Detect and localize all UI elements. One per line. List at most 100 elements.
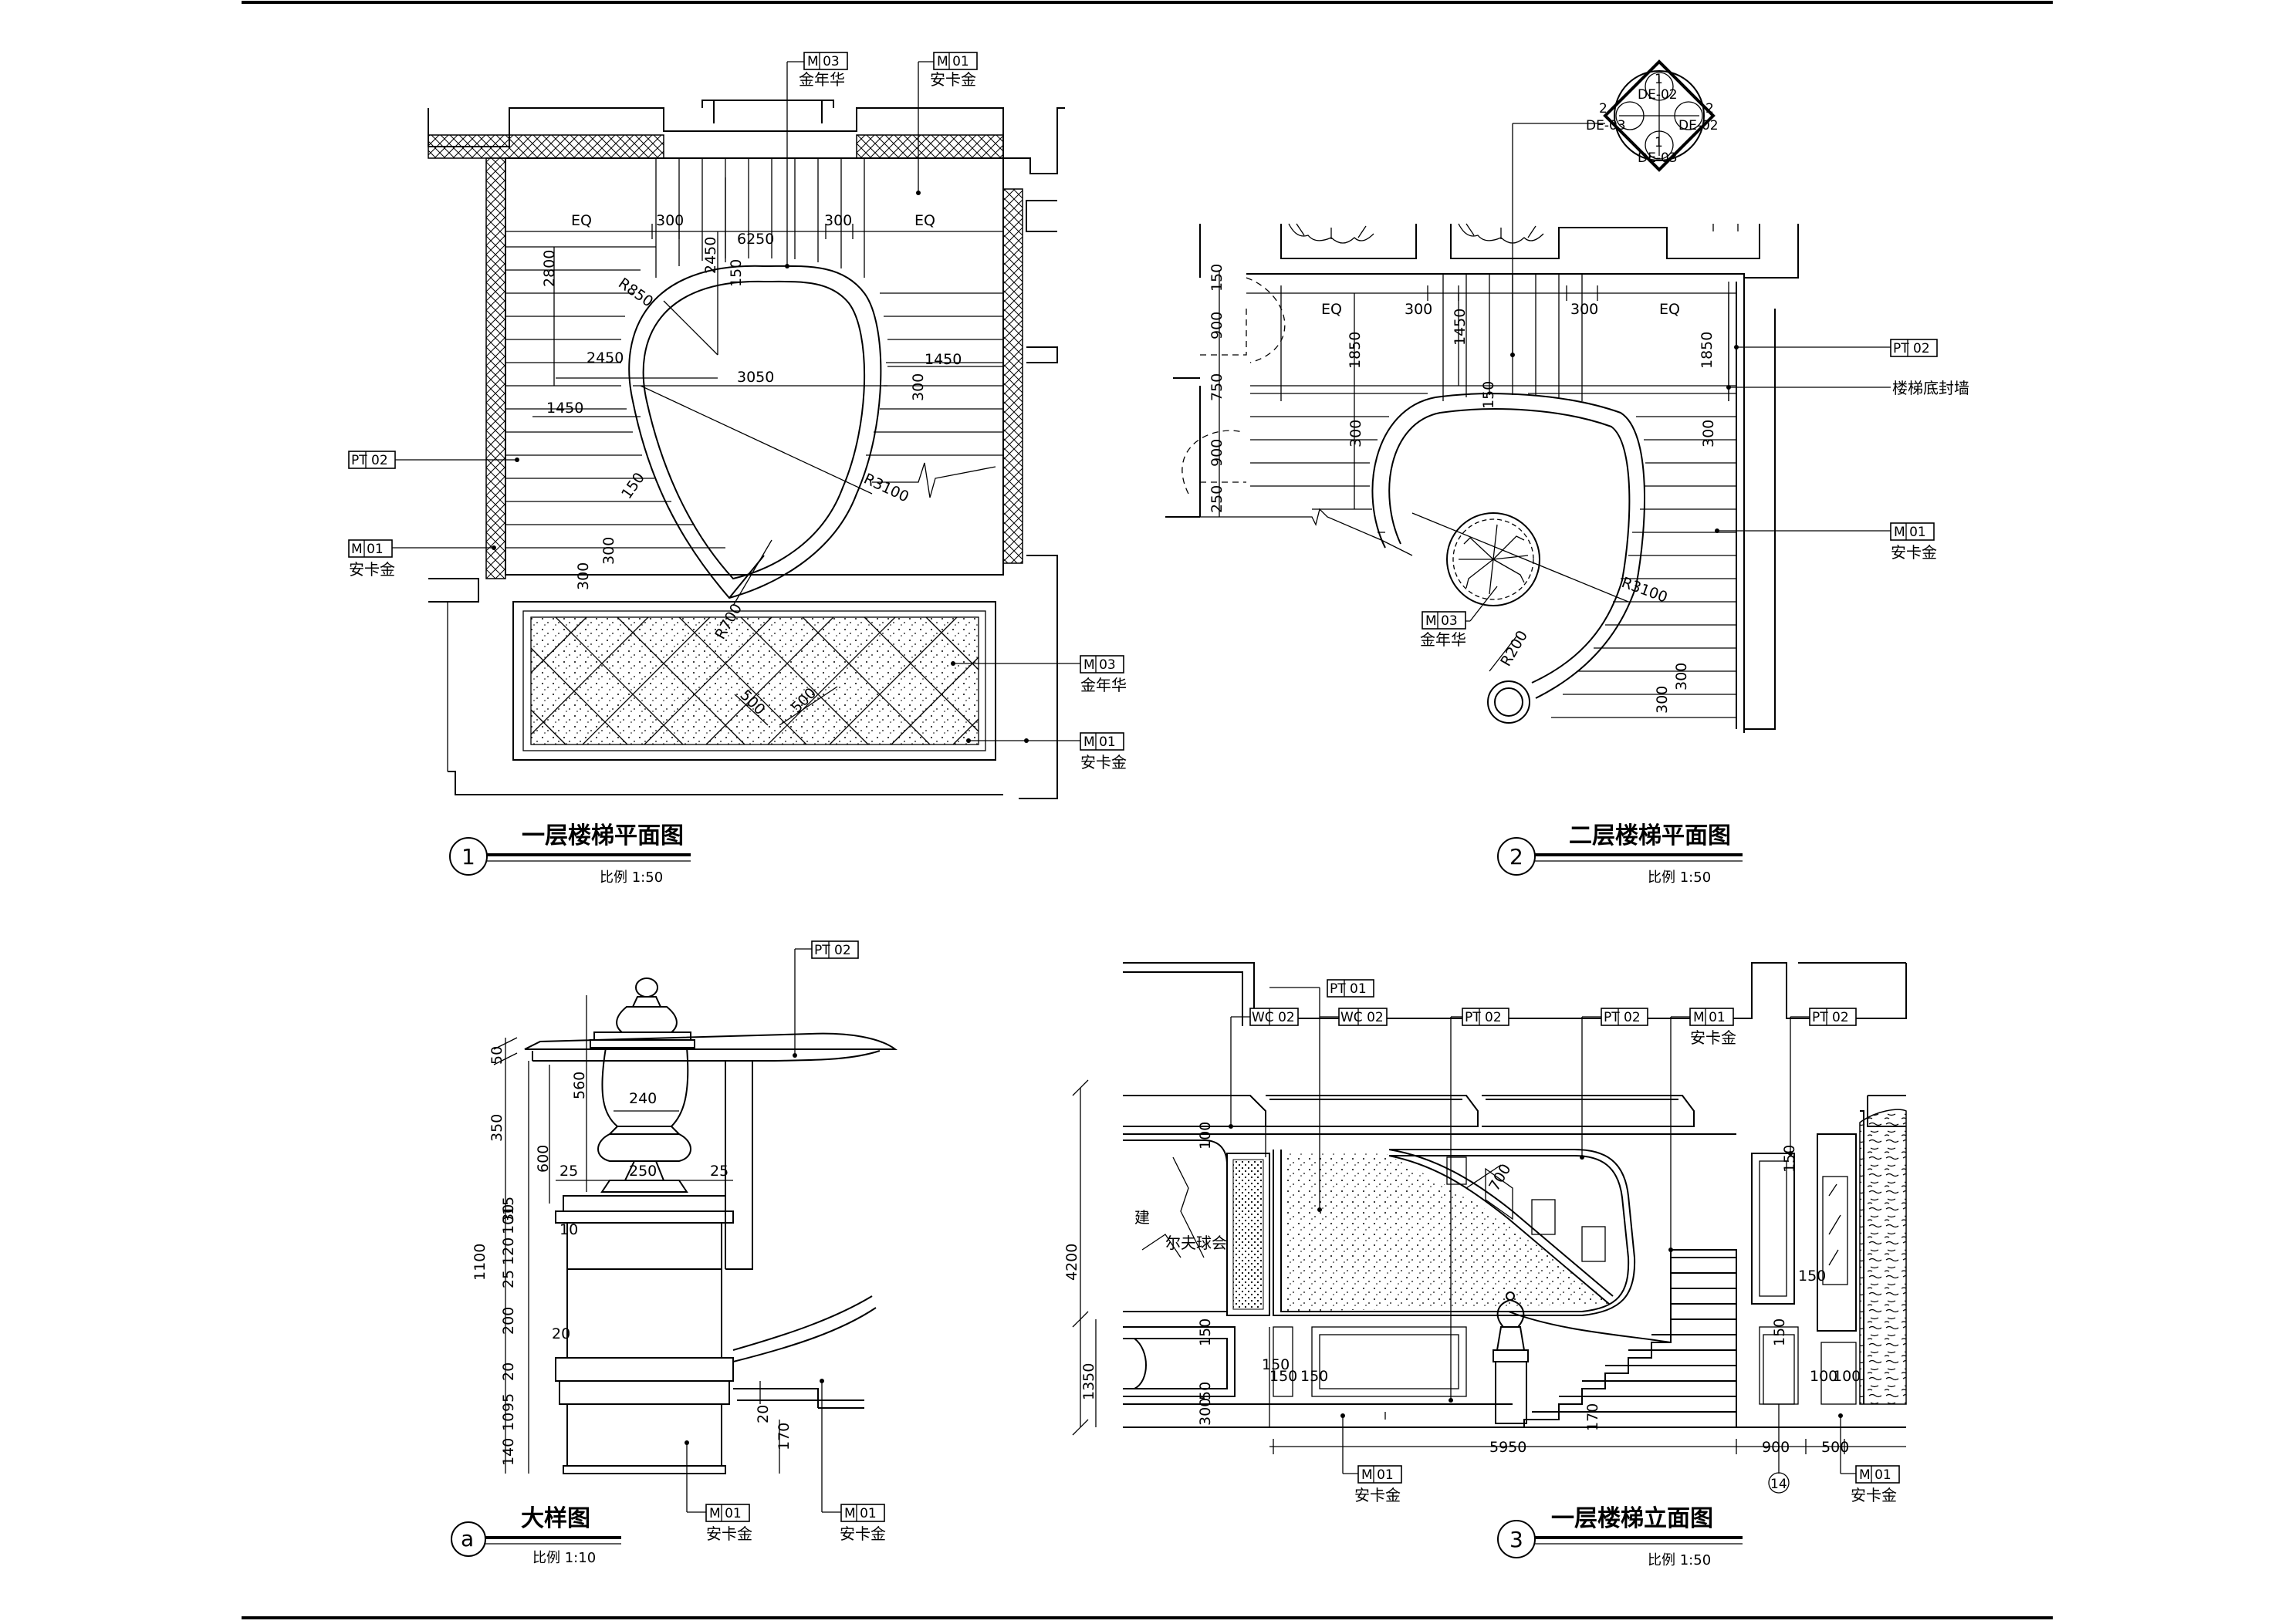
view-scale: 比例 1:50 <box>1648 1552 1711 1568</box>
v1-west-step <box>428 578 479 603</box>
svg-text:DE-02: DE-02 <box>1638 87 1678 103</box>
svg-text:M 01: M 01 <box>1361 1467 1394 1483</box>
material-label: 安卡金 <box>349 560 395 579</box>
va-leaders <box>686 948 841 1513</box>
v2-east-wall <box>1744 309 1776 730</box>
v1-stair-well-outer <box>628 265 882 599</box>
svg-text:M 01: M 01 <box>844 1506 877 1521</box>
svg-text:1: 1 <box>1655 135 1663 150</box>
svg-text:300: 300 <box>1347 420 1364 447</box>
svg-text:PT 02: PT 02 <box>1465 1010 1502 1025</box>
dim-300: 300 <box>600 537 617 565</box>
material-label: 安卡金 <box>1851 1486 1897 1504</box>
material-label: 安卡金 <box>1891 543 1937 562</box>
v3-baluster-panel <box>1485 1167 1513 1221</box>
svg-text:1850: 1850 <box>1699 332 1716 369</box>
tag-m03: M 03 <box>1422 611 1466 630</box>
v1-break-line <box>872 462 996 498</box>
material-label: 安卡金 <box>930 70 976 89</box>
svg-text:M 01: M 01 <box>1859 1467 1891 1483</box>
svg-text:M 01: M 01 <box>709 1506 742 1521</box>
v2-leaders <box>1435 346 1891 622</box>
v1-south-wall <box>448 771 1003 795</box>
dim-150: 150 <box>618 470 648 502</box>
dim-r3100: R3100 <box>861 471 911 506</box>
v3-stair-underside <box>1388 1149 1614 1297</box>
svg-text:300: 300 <box>1197 1398 1214 1426</box>
va-step-nosing <box>733 1388 864 1409</box>
v3-ceiling-line <box>1123 962 1907 1026</box>
dim-300: 300 <box>824 212 852 229</box>
svg-text:1100: 1100 <box>472 1244 488 1281</box>
svg-text:50: 50 <box>1197 1382 1214 1400</box>
svg-text:500: 500 <box>1821 1439 1849 1456</box>
svg-text:15: 15 <box>500 1197 517 1215</box>
svg-text:300: 300 <box>1405 301 1432 318</box>
dim-1450: 1450 <box>546 400 583 417</box>
svg-text:PT 02: PT 02 <box>1812 1010 1849 1025</box>
material-label: 安卡金 <box>840 1524 886 1543</box>
svg-text:150: 150 <box>1269 1368 1297 1385</box>
svg-text:250: 250 <box>629 1163 657 1180</box>
v3-curved-wall-inner <box>1280 1150 1630 1312</box>
tag-m03: M 03 <box>1080 655 1124 674</box>
v1-wall-hatch-north-left <box>428 134 664 159</box>
va-stringer <box>732 1295 877 1362</box>
svg-text:M 03: M 03 <box>1083 657 1116 673</box>
svg-text:M 03: M 03 <box>1425 613 1458 629</box>
v2-north-wall <box>1199 224 1799 279</box>
view-number: 1 <box>461 844 475 869</box>
svg-text:560: 560 <box>571 1072 588 1099</box>
svg-text:M 03: M 03 <box>807 54 840 69</box>
v3-crown-3 <box>1482 1095 1695 1127</box>
svg-text:M 01: M 01 <box>937 54 969 69</box>
svg-text:150: 150 <box>1262 1356 1290 1373</box>
view-a-detail: 50 350 560 240 600 25 250 25 1100 15 10 … <box>451 940 898 1566</box>
svg-text:30: 30 <box>500 1204 517 1223</box>
svg-text:50: 50 <box>488 1046 505 1065</box>
dim-eq: EQ <box>571 212 592 229</box>
svg-text:1: 1 <box>1655 72 1663 87</box>
svg-text:150: 150 <box>1798 1268 1826 1285</box>
svg-text:M 01: M 01 <box>1693 1010 1726 1025</box>
svg-text:150: 150 <box>1781 1145 1798 1173</box>
v1-dimension-lines <box>505 177 1003 726</box>
tag-m01: M 01 <box>1689 1008 1734 1026</box>
view-title: 一层楼梯立面图 <box>1551 1505 1713 1532</box>
svg-text:100: 100 <box>1197 1122 1214 1150</box>
tag-m01: M 01 <box>705 1504 750 1522</box>
view-3-stair-elevation: 建 尔夫球会 <box>1063 962 1907 1568</box>
v3-wainscot-panel-2 <box>1273 1326 1293 1397</box>
material-label: 金年华 <box>1420 630 1466 649</box>
svg-text:170: 170 <box>1584 1403 1601 1431</box>
view-2-second-floor-stair-plan: 1 DE-02 1 DE-03 2 DE-03 2 DE-02 <box>1165 59 1969 886</box>
svg-text:300: 300 <box>1700 420 1717 447</box>
v3-marble-veins <box>1141 1156 1205 1258</box>
v1-window-frame <box>701 100 834 123</box>
v3-string-curve <box>1508 1311 1672 1343</box>
svg-text:WC 02: WC 02 <box>1340 1010 1384 1025</box>
view-scale: 比例 1:50 <box>600 869 663 886</box>
va-dimension-lines <box>493 995 780 1474</box>
material-label: 金年华 <box>1080 676 1127 694</box>
view-title: 一层楼梯平面图 <box>522 822 684 849</box>
material-label: 安卡金 <box>1354 1486 1401 1504</box>
v3-mosaic-strip-frame <box>1226 1153 1270 1316</box>
svg-text:150: 150 <box>1209 264 1225 292</box>
svg-text:750: 750 <box>1209 373 1225 401</box>
svg-text:600: 600 <box>535 1145 552 1173</box>
tag-pt02: PT 02 <box>1890 339 1938 357</box>
v1-stair-well-inner <box>642 280 866 580</box>
svg-text:PT 01: PT 01 <box>1330 981 1367 997</box>
v1-floor-inset-inner <box>522 610 986 751</box>
v2-stair-well-inner <box>1388 408 1631 684</box>
dim-2800: 2800 <box>541 250 558 287</box>
material-label: 安卡金 <box>706 1524 752 1543</box>
tag-m01: M 01 <box>1855 1465 1900 1484</box>
v2-dimension-lines <box>1219 270 1736 672</box>
tag-pt02: PT 02 <box>811 940 859 959</box>
svg-text:5950: 5950 <box>1489 1439 1526 1456</box>
dim-6250: 6250 <box>737 231 774 248</box>
svg-text:700: 700 <box>1486 1161 1514 1194</box>
view-title: 大样图 <box>521 1505 590 1532</box>
